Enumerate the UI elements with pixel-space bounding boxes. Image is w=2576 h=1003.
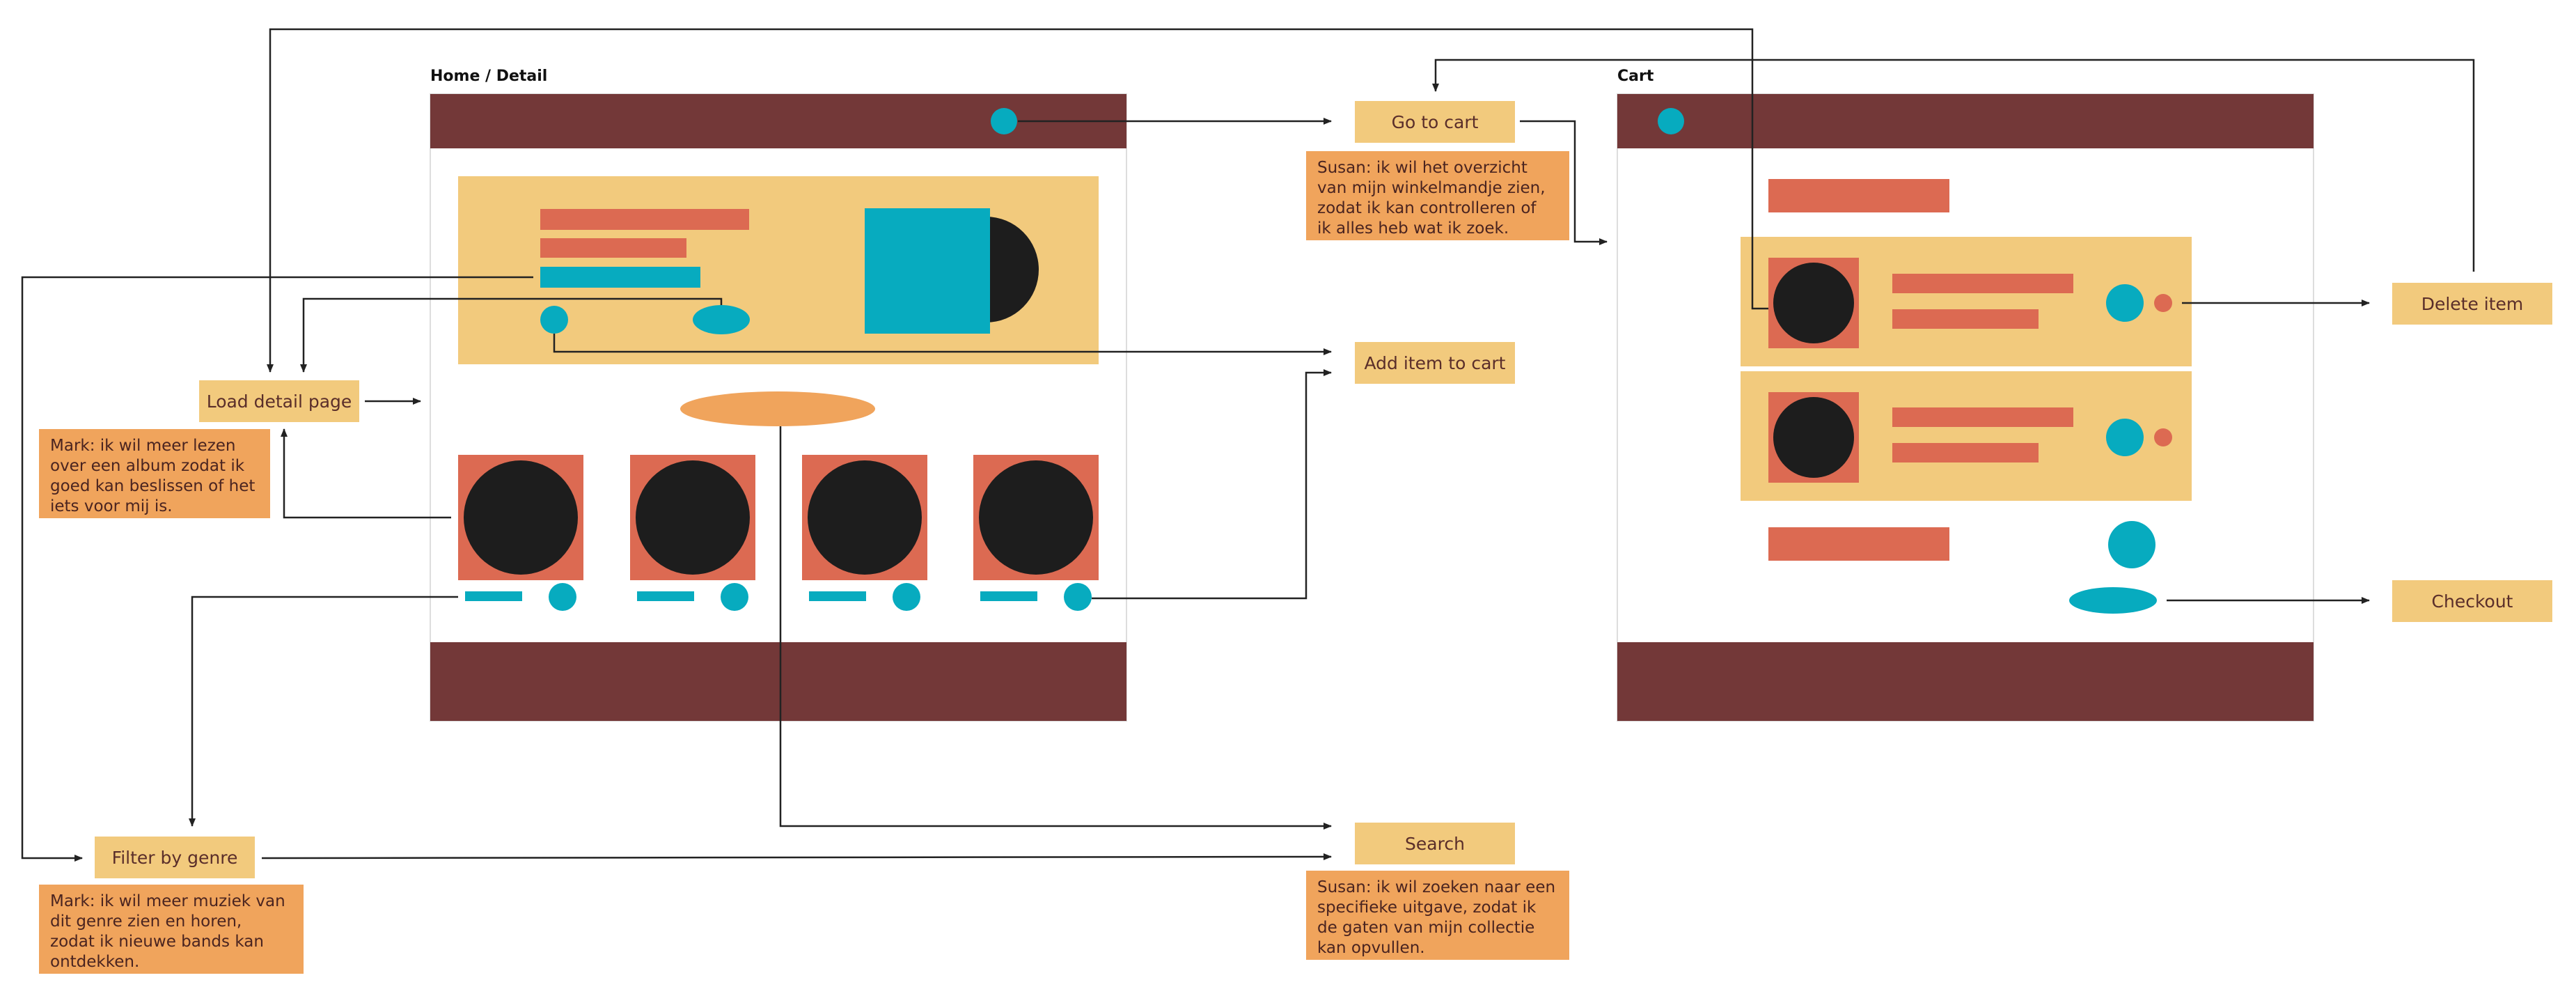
home-screen bbox=[430, 93, 1127, 722]
album-cover bbox=[865, 208, 990, 334]
go-to-cart-action[interactable]: Go to cart bbox=[1355, 101, 1515, 143]
checkout-action[interactable]: Checkout bbox=[2392, 580, 2552, 622]
user-story-note: Mark: ik wil meer lezen over een album z… bbox=[39, 429, 270, 518]
home-footer bbox=[430, 642, 1126, 721]
search-field[interactable] bbox=[680, 391, 875, 426]
album-detail-panel bbox=[458, 176, 1099, 364]
album-card[interactable] bbox=[802, 455, 927, 611]
connector-genre bbox=[21, 276, 533, 862]
filter-by-genre-action[interactable]: Filter by genre bbox=[95, 837, 255, 878]
add-to-cart-icon[interactable] bbox=[549, 583, 576, 611]
checkout-button[interactable] bbox=[2069, 587, 2157, 614]
connector-add-grid bbox=[1092, 369, 1332, 600]
album-grid bbox=[458, 455, 1099, 611]
load-detail-page-action[interactable]: Load detail page bbox=[199, 380, 359, 422]
connectors bbox=[21, 28, 2475, 862]
cart-item bbox=[1741, 371, 2192, 501]
genre-link-bar[interactable] bbox=[540, 267, 700, 288]
cart-icon[interactable] bbox=[991, 108, 1017, 134]
home-screen-label: Home / Detail bbox=[430, 68, 548, 85]
connector-grid-genre bbox=[189, 596, 458, 827]
delete-item-action[interactable]: Delete item bbox=[2392, 283, 2552, 325]
connector-search bbox=[779, 426, 1332, 830]
quantity-icon[interactable] bbox=[2106, 284, 2144, 322]
add-item-to-cart-action[interactable]: Add item to cart bbox=[1355, 342, 1515, 384]
delete-item-icon[interactable] bbox=[2154, 294, 2172, 312]
connector-cart-screen bbox=[1520, 120, 1608, 245]
delete-item-icon[interactable] bbox=[2154, 428, 2172, 446]
detail-button[interactable] bbox=[693, 305, 750, 334]
connector-detail-button bbox=[300, 297, 723, 373]
connector-cart-to-detail bbox=[267, 28, 1768, 373]
search-action[interactable]: Search bbox=[1355, 823, 1515, 864]
album-title-bar bbox=[540, 209, 749, 230]
add-to-cart-icon[interactable] bbox=[540, 306, 568, 334]
connector-filter-search bbox=[261, 853, 1332, 861]
add-to-cart-icon[interactable] bbox=[721, 583, 748, 611]
cart-icon[interactable] bbox=[1658, 108, 1684, 134]
cart-screen-label: Cart bbox=[1617, 68, 1654, 85]
album-card[interactable] bbox=[630, 455, 755, 611]
connector-add-detail bbox=[553, 334, 1332, 355]
cart-total-bar bbox=[1768, 527, 1949, 561]
cart-screen bbox=[1617, 93, 2314, 722]
user-story-note: Susan: ik wil zoeken naar een specifieke… bbox=[1306, 871, 1569, 960]
add-to-cart-icon[interactable] bbox=[1064, 583, 1092, 611]
add-to-cart-icon[interactable] bbox=[893, 583, 920, 611]
album-card[interactable] bbox=[458, 455, 583, 611]
connector-delete-loop bbox=[1432, 59, 2475, 272]
connector-album-to-detail bbox=[281, 428, 451, 519]
user-story-note: Susan: ik wil het overzicht van mijn win… bbox=[1306, 151, 1569, 240]
quantity-icon[interactable] bbox=[2106, 419, 2144, 456]
cart-item bbox=[1741, 237, 2192, 366]
cart-footer bbox=[1617, 642, 2314, 721]
album-card[interactable] bbox=[973, 455, 1099, 611]
cart-title-bar bbox=[1768, 179, 1949, 212]
album-artist-bar bbox=[540, 238, 686, 258]
user-story-note: Mark: ik wil meer muziek van dit genre z… bbox=[39, 885, 304, 974]
cart-header bbox=[1617, 94, 2314, 148]
user-avatar-icon bbox=[2108, 521, 2155, 568]
